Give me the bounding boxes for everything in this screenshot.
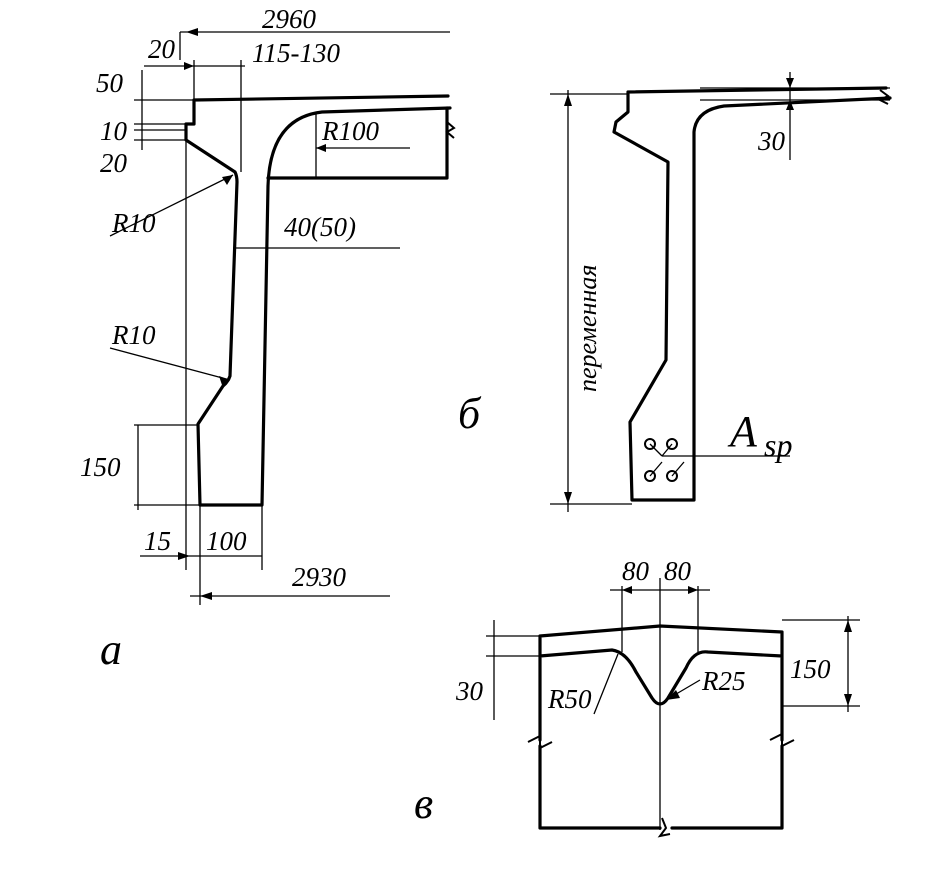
dim-40-50: 40(50) <box>284 212 356 242</box>
figure-v: 80 80 30 R50 R25 150 в <box>414 556 860 838</box>
dim-15: 15 <box>144 526 171 556</box>
figure-a-label: а <box>100 625 122 674</box>
dim-r10-upper: R10 <box>111 208 156 238</box>
dim-100: 100 <box>206 526 247 556</box>
figure-b: 30 переменная A sp б <box>458 72 892 512</box>
dim-r10-lower: R10 <box>111 320 156 350</box>
dim-150: 150 <box>80 452 121 482</box>
dim-115-130: 115-130 <box>252 38 340 68</box>
figure-v-break-bottom <box>657 817 671 838</box>
figure-b-break <box>877 89 890 105</box>
rebar-label: A <box>727 407 758 456</box>
rebar-label-sub: sp <box>764 427 792 463</box>
dim-r100: R100 <box>321 116 379 146</box>
figure-a-outline <box>184 94 452 507</box>
dim-80-right: 80 <box>664 556 692 586</box>
figure-a-flange <box>266 106 449 180</box>
dim-2930: 2930 <box>292 562 347 592</box>
figure-b-outline <box>612 86 892 502</box>
figure-v-break-left <box>527 734 553 750</box>
figure-a-break <box>445 121 456 139</box>
figure-a: 2960 20 115-130 50 10 20 R100 R10 40(50)… <box>80 4 456 674</box>
dim-20-top: 20 <box>148 34 176 64</box>
dim-30-v: 30 <box>455 676 484 706</box>
dim-2960: 2960 <box>262 4 317 34</box>
figure-b-label: б <box>458 389 482 438</box>
rebar-asp-icon <box>644 438 790 482</box>
figure-v-break-right <box>769 732 795 748</box>
dim-r50: R50 <box>547 684 592 714</box>
dim-80-left: 80 <box>622 556 650 586</box>
variable-height-label: переменная <box>573 265 602 392</box>
dim-20-left: 20 <box>100 148 128 178</box>
figure-v-outline <box>538 624 784 830</box>
dim-10: 10 <box>100 116 128 146</box>
figure-v-label: в <box>414 779 433 828</box>
dim-50: 50 <box>96 68 124 98</box>
dim-150-v: 150 <box>790 654 831 684</box>
dim-30-b: 30 <box>757 126 786 156</box>
figure-a-dimension-lines <box>109 28 450 605</box>
dim-r25: R25 <box>701 666 746 696</box>
